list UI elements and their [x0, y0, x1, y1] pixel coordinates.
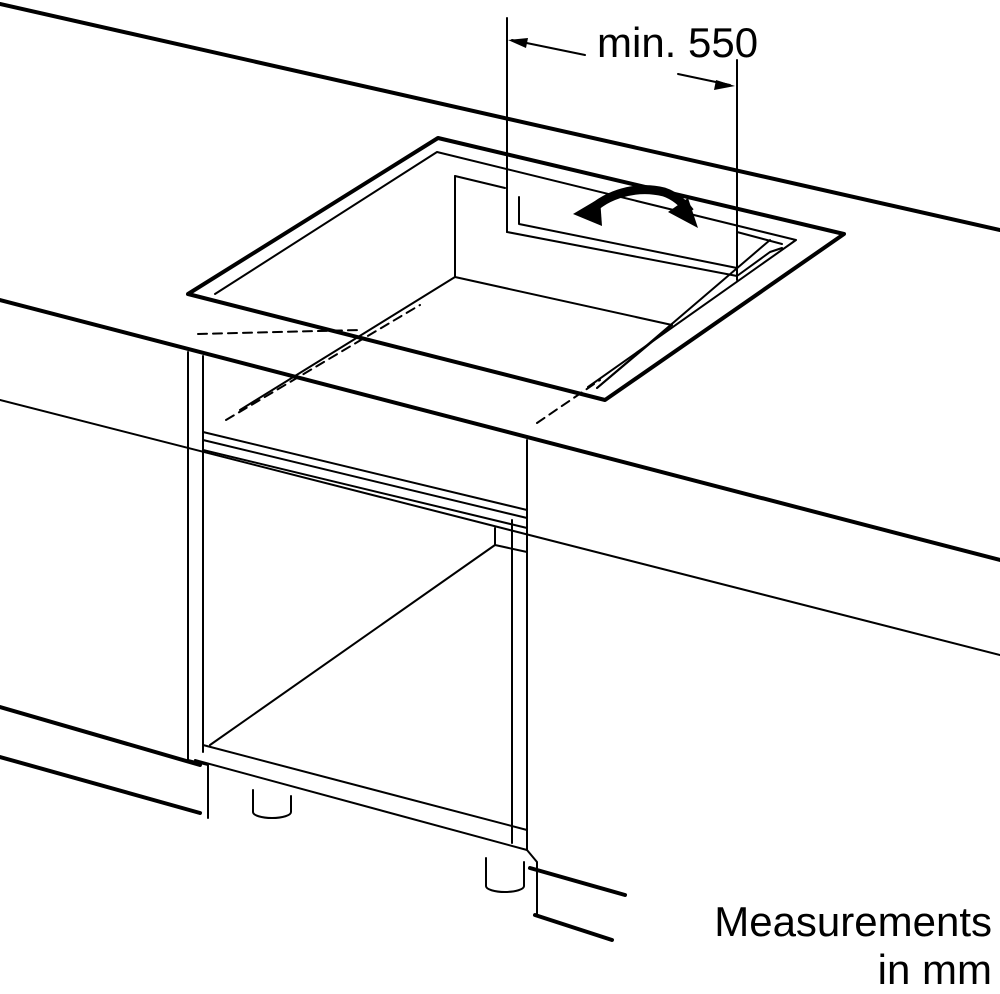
worktop-front-bottom-edge: [0, 399, 1000, 656]
cabinet-rail-top: [202, 431, 528, 511]
worktop-cutout: [186, 136, 846, 411]
measurements-note-line2: in mm: [877, 946, 992, 993]
dimension-arrows: [508, 38, 735, 90]
cutout-back-top: [454, 175, 506, 189]
hidden-line-center: [225, 304, 421, 421]
hidden-line-right: [536, 379, 601, 424]
cutout-ledge-right: [736, 231, 783, 245]
measurements-note: Measurements in mm: [714, 898, 992, 994]
measurements-note-line1: Measurements: [714, 898, 992, 945]
plinth-bottom-right: [533, 913, 614, 942]
insertion-arrow-icon: [573, 185, 698, 228]
hidden-line-left: [197, 329, 361, 335]
cutout-rear-ledge: [506, 231, 783, 277]
insertion-arrowhead-right: [668, 198, 698, 228]
worktop: [0, 2, 1000, 656]
base-cabinet: [187, 351, 538, 916]
cutout-rear-ledge-top: [518, 196, 738, 269]
cabinet-rail-inner: [202, 439, 528, 519]
hidden-lines: [197, 304, 601, 424]
foot-left: [252, 789, 292, 819]
cutout-floor-front: [596, 324, 673, 389]
cabinet-feet: [252, 789, 525, 893]
cabinet-rail-bottom: [202, 449, 528, 529]
arrowhead-left: [508, 38, 528, 48]
cabinet-left-side: [187, 351, 209, 819]
cabinet-bottom-front-top: [202, 744, 528, 831]
dimension-label: min. 550: [597, 19, 759, 66]
cutout-floor-left: [239, 276, 456, 411]
plinth-top-right: [528, 866, 627, 897]
cabinet-bottom-right: [526, 849, 538, 916]
insertion-arrowhead-left: [573, 198, 602, 226]
cutout-outer: [186, 136, 846, 402]
cabinet-bottom-front: [194, 759, 528, 851]
plinth-top-left: [0, 705, 202, 767]
arrowhead-right: [714, 80, 735, 90]
worktop-front-top-edge: [0, 298, 1000, 562]
worktop-back-edge: [0, 2, 1000, 232]
cabinet-back-floor-edge: [209, 544, 496, 746]
foot-right: [485, 857, 525, 893]
cutout-back-wall: [454, 175, 673, 326]
plinth-bottom-left: [0, 755, 202, 815]
plinth: [0, 705, 627, 942]
